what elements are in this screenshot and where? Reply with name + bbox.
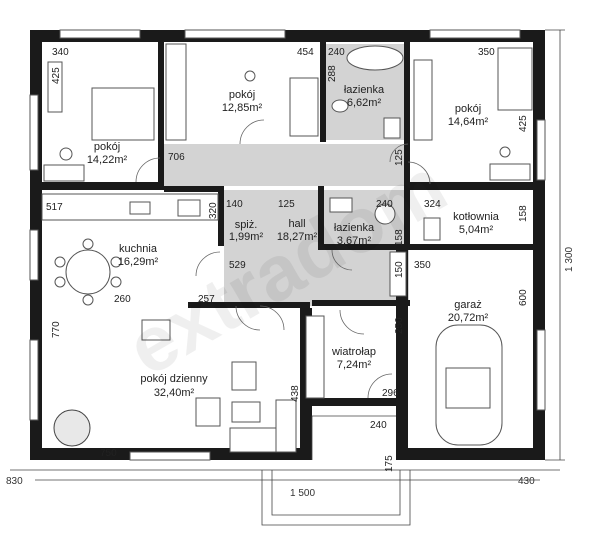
dim-label: 529 xyxy=(229,260,246,271)
room-area-wiatrolap: 7,24m² xyxy=(337,359,372,371)
room-area-kuchnia: 16,29m² xyxy=(118,256,159,268)
dim-label: 350 xyxy=(414,260,431,271)
dim-label-vertical: 425 xyxy=(51,67,62,84)
dim-label: 340 xyxy=(52,47,69,58)
dim-label-vertical: 438 xyxy=(290,385,301,402)
dim-label: 240 xyxy=(376,199,393,210)
room-name-pokoj2: pokój xyxy=(229,89,255,101)
dim-label: 324 xyxy=(424,199,441,210)
room-name-pokoj1: pokój xyxy=(94,141,120,153)
windows xyxy=(29,29,546,461)
dim-label-vertical: 288 xyxy=(327,65,338,82)
room-name-kuchnia: kuchnia xyxy=(119,243,158,255)
dim-label-vertical: 158 xyxy=(394,229,405,246)
dim-label-vertical: 250 xyxy=(394,317,405,334)
room-name-garaz: garaż xyxy=(454,299,482,311)
room-area-pokoj2: 12,85m² xyxy=(222,102,263,114)
room-area-hall: 18,27m² xyxy=(277,231,318,243)
room-name-hall: hall xyxy=(288,218,305,230)
ext-dim-right: 430 xyxy=(518,476,535,487)
dim-label: 240 xyxy=(328,47,345,58)
ext-dim-height: 1 300 xyxy=(564,247,575,272)
room-area-pokoj3: 14,64m² xyxy=(448,116,489,128)
porch-and-dim-lines xyxy=(10,29,565,526)
room-area-spiz: 1,99m² xyxy=(229,231,264,243)
room-name-lazienka1: łazienka xyxy=(344,84,385,96)
dim-label-vertical: 425 xyxy=(518,115,529,132)
corridor-area xyxy=(164,144,410,186)
room-name-wiatrolap: wiatrołap xyxy=(331,346,376,358)
room-name-pokoj3: pokój xyxy=(455,103,481,115)
room-area-pokoj1: 14,22m² xyxy=(87,154,128,166)
dim-label: 257 xyxy=(198,294,215,305)
room-area-garaz: 20,72m² xyxy=(448,312,489,324)
dim-label-vertical: 600 xyxy=(518,289,529,306)
room-name-kotlownia: kotłownia xyxy=(453,211,500,223)
dim-label: 750 xyxy=(100,448,117,459)
dim-label: 454 xyxy=(297,47,314,58)
dim-label: 125 xyxy=(278,199,295,210)
dim-label-vertical: 150 xyxy=(394,261,405,278)
dim-label: 140 xyxy=(226,199,243,210)
dim-label: 517 xyxy=(46,202,63,213)
room-area-pokoj-dzienny: 32,40m² xyxy=(154,387,195,399)
dim-label: 706 xyxy=(168,152,185,163)
interior-walls xyxy=(42,42,544,406)
furniture xyxy=(41,43,533,453)
room-name-spiz: spiż. xyxy=(235,219,258,231)
dim-label: 260 xyxy=(114,294,131,305)
room-name-lazienka2: łazienka xyxy=(334,222,375,234)
room-area-kotlownia: 5,04m² xyxy=(459,224,494,236)
dim-label: 240 xyxy=(370,420,387,431)
dim-label: 296 xyxy=(382,388,399,399)
doors xyxy=(135,119,431,399)
ext-dim-left: 830 xyxy=(6,476,23,487)
room-name-pokoj-dzienny: pokój dzienny xyxy=(140,373,208,385)
room-area-lazienka2: 3,67m² xyxy=(337,235,372,247)
dim-label-vertical: 320 xyxy=(208,202,219,219)
dim-label-vertical: 158 xyxy=(518,205,529,222)
dim-label-vertical: 770 xyxy=(51,321,62,338)
dim-label: 350 xyxy=(478,47,495,58)
dim-label-vertical: 175 xyxy=(384,455,395,472)
room-area-lazienka1: 6,62m² xyxy=(347,97,382,109)
ext-dim-bottom: 1 500 xyxy=(290,488,315,499)
dim-label-vertical: 125 xyxy=(394,149,405,166)
